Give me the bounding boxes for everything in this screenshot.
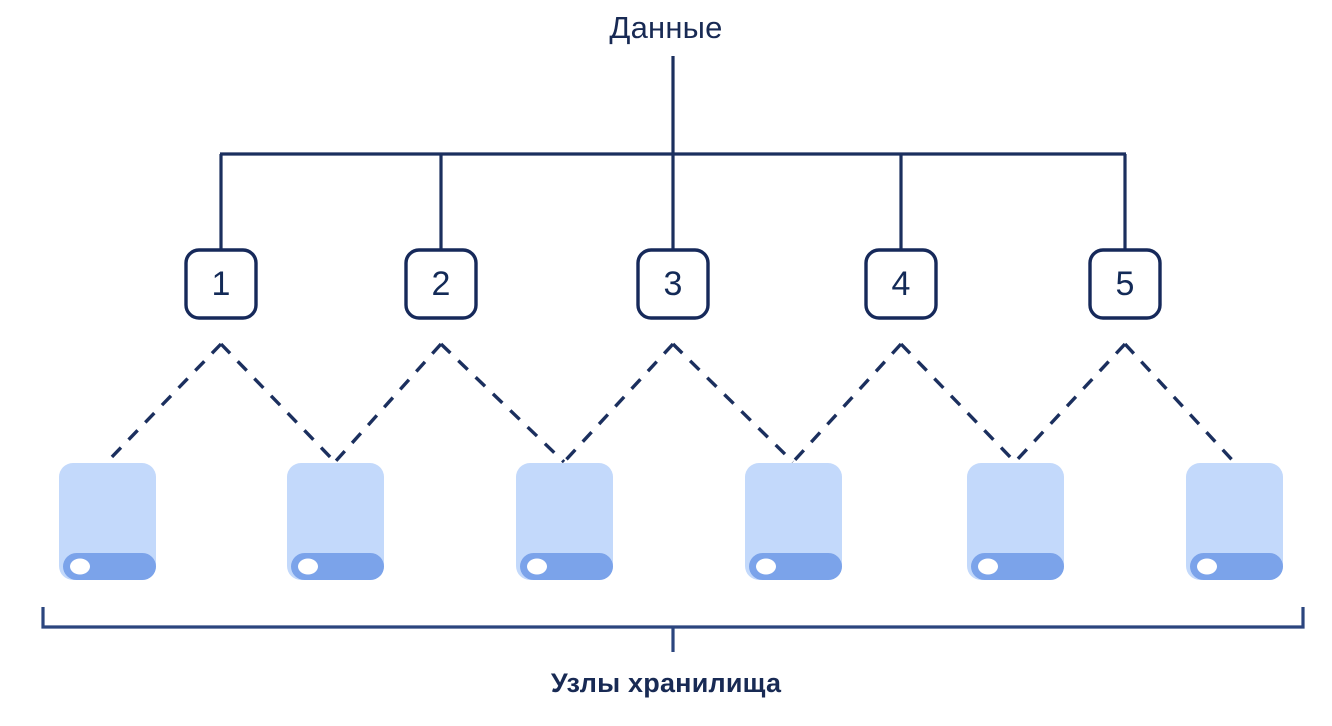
numbered-box-3[interactable] xyxy=(636,248,710,320)
grouping-bracket-icon xyxy=(41,607,1305,652)
numbered-box-outlines xyxy=(184,248,1162,320)
storage-drive-icon-6[interactable] xyxy=(1186,463,1283,580)
distribution-bus-icon xyxy=(219,56,1127,250)
storage-drive-icon-4[interactable] xyxy=(745,463,842,580)
numbered-box-2[interactable] xyxy=(404,248,478,320)
dashed-connector-icon xyxy=(105,342,1236,464)
numbered-box-1[interactable] xyxy=(184,248,258,320)
storage-drive-icon-3[interactable] xyxy=(516,463,613,580)
numbered-box-4[interactable] xyxy=(864,248,938,320)
storage-drive-icon-2[interactable] xyxy=(287,463,384,580)
storage-drive-icon-1[interactable] xyxy=(59,463,156,580)
storage-node-row xyxy=(59,463,1283,580)
numbered-box-5[interactable] xyxy=(1088,248,1162,320)
storage-drive-icon-5[interactable] xyxy=(967,463,1064,580)
